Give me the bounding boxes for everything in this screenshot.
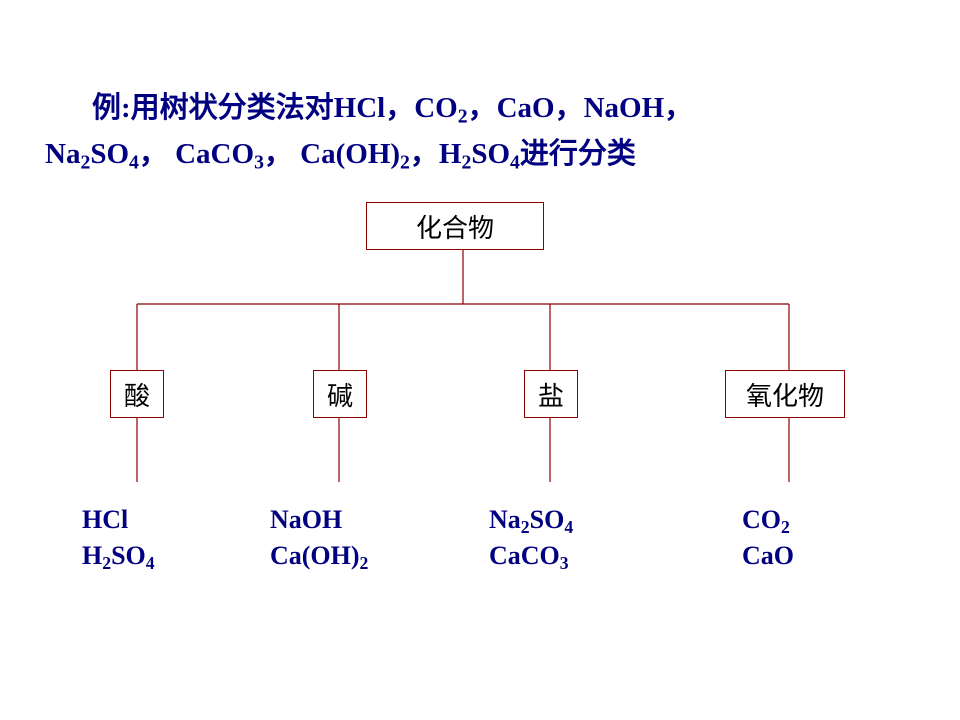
subscript: 2	[520, 516, 530, 537]
subscript: 2	[400, 151, 410, 174]
formula: HCl	[82, 502, 155, 538]
text-run: H	[82, 541, 103, 570]
text-run: 例:用树状分类法对HCl，CO	[92, 92, 458, 124]
formula: Ca(OH)2	[270, 538, 368, 574]
text-run: CaCO	[489, 541, 560, 570]
subscript: 3	[559, 552, 569, 573]
subscript: 3	[254, 151, 264, 174]
subscript: 4	[564, 516, 574, 537]
text-run: ， Ca(OH)	[263, 138, 401, 170]
formula: Na2SO4	[489, 502, 573, 538]
root-box: 化合物	[366, 202, 544, 250]
text-run: SO	[111, 541, 146, 570]
text-run: CaO	[742, 541, 794, 570]
text-run: SO	[471, 138, 511, 170]
text-run: 进行分类	[519, 138, 636, 170]
text-run: SO	[90, 138, 129, 170]
subscript: 4	[145, 552, 155, 573]
subscript: 2	[781, 516, 790, 537]
text-run: ，H	[409, 138, 462, 170]
text-run: Na	[489, 505, 521, 534]
formula: H2SO4	[82, 538, 155, 574]
text-run: NaOH	[270, 505, 343, 534]
title-line-2: Na2SO4， CaCO3， Ca(OH)2，H2SO4进行分类	[45, 130, 636, 172]
subscript: 2	[457, 105, 468, 128]
text-run: Na	[45, 138, 81, 170]
formula: CaCO3	[489, 538, 573, 574]
text-run: ，CaO，NaOH，	[467, 92, 694, 124]
subscript: 4	[510, 151, 520, 174]
category-box-salt: 盐	[524, 370, 578, 418]
subscript: 2	[80, 151, 91, 174]
subscript: 4	[129, 151, 139, 174]
category-box-acid: 酸	[110, 370, 164, 418]
text-run: Ca(OH)	[270, 541, 360, 570]
base-formulas: NaOH Ca(OH)2	[270, 502, 368, 574]
text-run: CO	[742, 505, 781, 534]
formula: CO2	[742, 502, 794, 538]
category-box-oxide: 氧化物	[725, 370, 845, 418]
text-run: HCl	[82, 505, 129, 534]
text-run: SO	[529, 505, 565, 534]
text-run: ， CaCO	[138, 138, 255, 170]
title-line-1: 例:用树状分类法对HCl，CO2，CaO，NaOH，	[92, 84, 693, 126]
subscript: 2	[102, 552, 112, 573]
subscript: 2	[359, 552, 369, 573]
category-box-base: 碱	[313, 370, 367, 418]
subscript: 2	[461, 151, 472, 174]
formula: NaOH	[270, 502, 368, 538]
formula: CaO	[742, 538, 794, 574]
